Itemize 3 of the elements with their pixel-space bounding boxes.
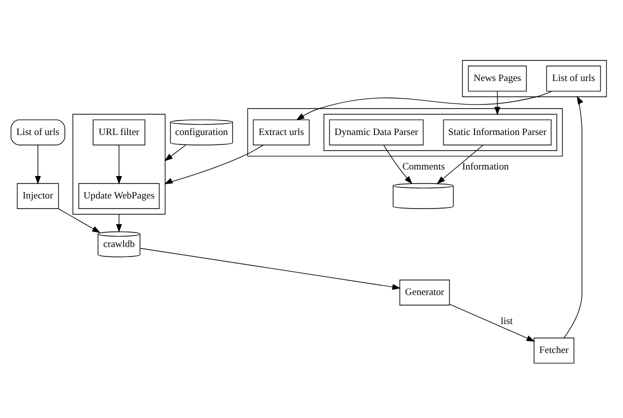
edge-label: Comments: [402, 162, 445, 173]
edge-label: Information: [462, 162, 509, 173]
edge-label: list: [500, 316, 513, 328]
